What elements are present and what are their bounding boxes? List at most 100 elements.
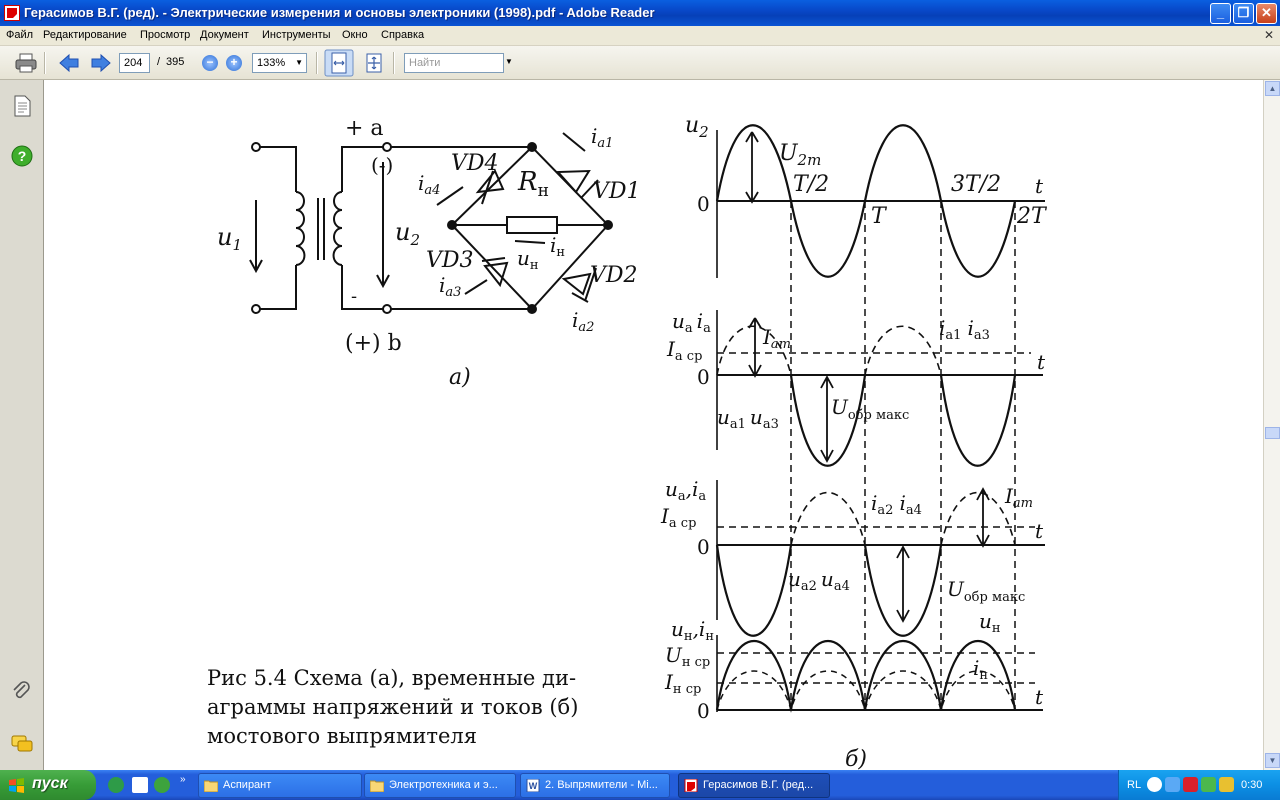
- label-u2: u2: [395, 218, 420, 249]
- ua2-reverse-voltage: [715, 544, 943, 637]
- minimize-button[interactable]: _: [1210, 3, 1231, 24]
- d3-amplitude: Iam: [1004, 484, 1033, 511]
- menu-help[interactable]: Справка: [381, 29, 425, 41]
- figure-5-4: + a (-) (+) b - u1 u2 VD1 VD2 VD3 VD4 Rн…: [217, 113, 1048, 770]
- fit-page-icon[interactable]: [362, 52, 386, 74]
- zoom-in-icon[interactable]: +: [226, 55, 242, 71]
- windows-logo-icon: [9, 778, 24, 793]
- adobe-icon[interactable]: [132, 777, 148, 793]
- d4-zero: 0: [697, 699, 710, 723]
- label-ia3: ia3: [439, 273, 461, 300]
- zoom-out-icon[interactable]: −: [202, 55, 218, 71]
- terminal-plus-b: (+) b: [345, 331, 402, 356]
- document-close-icon[interactable]: ✕: [1263, 28, 1274, 42]
- d1-ylabel: u2: [685, 113, 709, 141]
- menu-file[interactable]: Файл: [6, 29, 34, 41]
- scroll-down-icon[interactable]: ▼: [1265, 753, 1280, 768]
- menu-edit[interactable]: Редактирование: [43, 29, 127, 41]
- search-dropdown-icon[interactable]: ▼: [505, 57, 513, 66]
- antivirus-icon[interactable]: [1183, 777, 1198, 792]
- start-label: пуск: [32, 775, 68, 792]
- search-input[interactable]: Найти: [404, 53, 504, 73]
- caption-line-2: аграммы напряжений и токов (б): [207, 695, 579, 719]
- previous-page-icon[interactable]: [57, 52, 81, 74]
- attachment-icon[interactable]: [10, 680, 34, 704]
- toolbar-separator: [316, 52, 318, 74]
- d1-t-half: T/2: [793, 172, 829, 197]
- scroll-thumb[interactable]: [1265, 427, 1280, 439]
- system-tray: RL 0:30: [1118, 770, 1280, 800]
- task-electrotech[interactable]: Электротехника и э...: [364, 773, 516, 798]
- document-page[interactable]: + a (-) (+) b - u1 u2 VD1 VD2 VD3 VD4 Rн…: [45, 80, 1263, 770]
- d1-zero: 0: [697, 192, 710, 216]
- d1-t-3half: 3T/2: [951, 172, 1001, 197]
- task-adobe-reader[interactable]: Герасимов В.Г. (ред...: [678, 773, 830, 798]
- start-button[interactable]: пуск: [0, 770, 96, 800]
- tray-expand-icon[interactable]: [1147, 777, 1162, 792]
- d2-avg: Ia ср: [666, 337, 702, 364]
- label-vd1: VD1: [593, 179, 641, 204]
- label-ia2: ia2: [572, 308, 594, 335]
- page-number-input[interactable]: 204: [119, 53, 150, 73]
- label-un: uн: [517, 246, 539, 273]
- in-rectified-current: [716, 670, 1016, 713]
- clock: 0:30: [1241, 779, 1263, 791]
- window-title: Герасимов В.Г. (ред). - Электрические из…: [24, 5, 655, 20]
- print-icon[interactable]: [14, 52, 38, 74]
- language-indicator[interactable]: RL: [1127, 779, 1142, 791]
- word-icon: W: [526, 779, 540, 792]
- terminal-minus: -: [351, 286, 357, 307]
- label-ia1: ia1: [591, 124, 613, 151]
- fit-width-icon[interactable]: [324, 49, 354, 77]
- menu-tools[interactable]: Инструменты: [262, 29, 331, 41]
- label-ia4: ia4: [418, 171, 440, 198]
- toolbar-separator: [44, 52, 46, 74]
- title-bar[interactable]: Герасимов В.Г. (ред). - Электрические из…: [0, 0, 1280, 26]
- comments-icon[interactable]: [10, 732, 34, 756]
- svg-text:?: ?: [18, 148, 27, 164]
- figure-caption: Рис 5.4 Схема (а), временные ди- аграммы…: [207, 664, 607, 751]
- scroll-up-icon[interactable]: ▲: [1265, 81, 1280, 96]
- network-icon[interactable]: [1201, 777, 1216, 792]
- d3-zero: 0: [697, 535, 710, 559]
- task-aspirant[interactable]: Аспирант: [198, 773, 362, 798]
- toolbar: 204 / 395 − + 133% ▼ Найти ▼: [0, 46, 1280, 80]
- bridge-circuit: [249, 132, 613, 314]
- maximize-button[interactable]: ❐: [1233, 3, 1254, 24]
- search-tray-icon[interactable]: [1165, 777, 1180, 792]
- zoom-select[interactable]: 133% ▼: [252, 53, 307, 73]
- vertical-scrollbar[interactable]: ▲ ▼: [1263, 80, 1280, 770]
- zoom-value: 133%: [257, 57, 286, 69]
- browser-icon[interactable]: [108, 777, 124, 793]
- volume-icon[interactable]: [1219, 777, 1234, 792]
- ia2-current-dashed: [790, 491, 1016, 546]
- pdf-icon: [684, 779, 698, 792]
- task-label: Аспирант: [223, 779, 272, 791]
- messenger-icon[interactable]: [154, 777, 170, 793]
- quicklaunch-expand-icon[interactable]: »: [180, 774, 186, 785]
- folder-icon: [370, 780, 384, 792]
- d3-ylabel: ua,ia: [665, 477, 706, 504]
- task-label: Электротехника и э...: [389, 779, 498, 791]
- label-vd3: VD3: [426, 248, 474, 273]
- close-button[interactable]: ✕: [1256, 3, 1277, 24]
- folder-icon: [204, 780, 218, 792]
- page-total: 395: [166, 56, 185, 68]
- time-diagrams: [715, 124, 1045, 713]
- next-page-icon[interactable]: [89, 52, 113, 74]
- help-icon[interactable]: ?: [10, 144, 34, 168]
- taskbar: пуск » Аспирант Электротехника и э... W …: [0, 770, 1280, 800]
- menu-window[interactable]: Окно: [342, 29, 368, 41]
- navigation-panel: ?: [0, 80, 44, 770]
- d3-t-axis: t: [1035, 519, 1044, 543]
- menu-document[interactable]: Документ: [200, 29, 249, 41]
- menu-view[interactable]: Просмотр: [140, 29, 191, 41]
- pages-icon[interactable]: [10, 94, 34, 118]
- task-word-doc[interactable]: W 2. Выпрямители - Mi...: [520, 773, 670, 798]
- circuit-labels: + a (-) (+) b - u1 u2 VD1 VD2 VD3 VD4 Rн…: [217, 116, 641, 390]
- d2-zero: 0: [697, 365, 710, 389]
